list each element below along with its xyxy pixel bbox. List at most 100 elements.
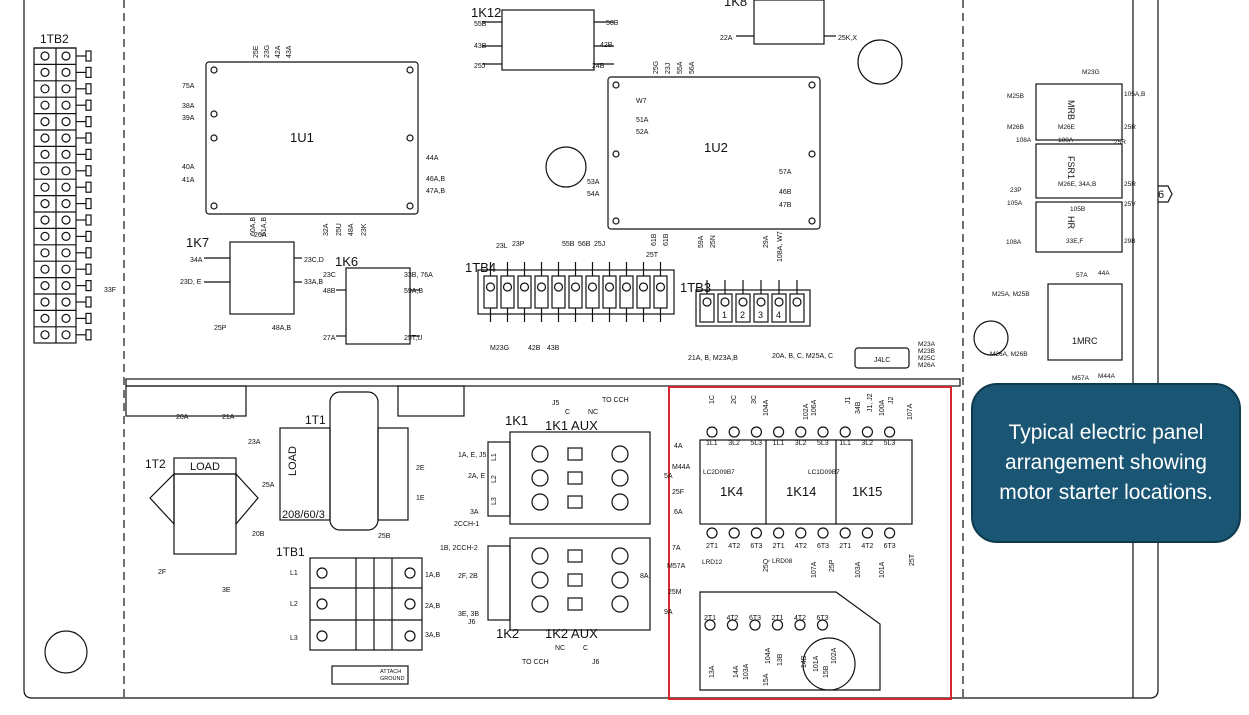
overload-wire-label: 13A (709, 665, 716, 678)
u1-wire-label: 25U (336, 223, 343, 236)
k1-aux-wire-label: C (565, 409, 570, 416)
starter-load-terminal (706, 527, 718, 539)
label-1k4: 1K4 (720, 484, 743, 499)
tb2-screw (61, 248, 71, 258)
overload-terminal (816, 619, 829, 631)
starter-wire-label: 103A (855, 561, 862, 578)
starter-model-label: LC1D09B7 (808, 469, 840, 476)
k1-coil-label: L1 (491, 453, 498, 461)
k1-coil-label: L2 (491, 475, 498, 483)
relay-wire-label: 57A (1076, 272, 1088, 279)
relay-wire-label: M44A (1098, 373, 1116, 380)
u1-wire-label: 25E (253, 45, 260, 58)
u1-wire-label: 42A (275, 45, 282, 58)
k1-wire-label: 6A (674, 509, 683, 516)
u2-wire-label: 53A (587, 179, 600, 186)
starter-top-wire-label: 100A (879, 399, 886, 416)
relay-wire-label: 33E,F (1066, 238, 1083, 245)
k6-wire-label: 59A,B (404, 288, 423, 295)
tb2-screw (61, 313, 71, 323)
callout-text: Typical electric panel arrangement showi… (999, 421, 1213, 504)
u1-wire-label: 48A (348, 223, 355, 236)
callout-box: Typical electric panel arrangement showi… (971, 383, 1241, 543)
tb2-lug (85, 247, 92, 259)
overload-wire-label: 13B (777, 653, 784, 666)
label-1tb3: 1TB3 (680, 280, 711, 295)
k2-wire-label: 3E, 3B (458, 611, 479, 618)
k1-wire-label: 2A, E (468, 473, 485, 480)
starter-line-terminal-label: 3L2 (795, 440, 807, 447)
tb2-screw (40, 100, 50, 110)
relay-wire-label: M26A, M26B (990, 351, 1028, 358)
tb4-terminal (585, 275, 600, 309)
tb4-wire-label: 55B (562, 241, 575, 248)
u2-wire-label: 29A (763, 235, 770, 248)
tb2-lug (85, 280, 92, 292)
k8-wire-label: 22A (720, 35, 733, 42)
t1-rating-label: 208/60/3 (282, 509, 325, 521)
relay-hr (1035, 201, 1123, 253)
overload-terminal (771, 619, 784, 631)
tb2-screw (40, 51, 50, 61)
starter-load-terminal (795, 527, 807, 539)
label-1k2: 1K2 (496, 626, 519, 641)
u1-wire-label: 39A (182, 115, 195, 122)
u2-wire-label: 51A (636, 117, 649, 124)
tb2-screw (61, 133, 71, 143)
k12-wire-label: 55B (474, 21, 487, 28)
starter-load-terminal-label: 2T1 (706, 543, 718, 550)
tb2-lug (85, 312, 92, 324)
starter-top-wire-label: J2 (888, 397, 895, 405)
tb2-screw (40, 313, 50, 323)
starter-load-terminal-label: 4T2 (795, 543, 807, 550)
t2-wire-label: 2F (158, 569, 166, 576)
overload-terminal-label: 2T1 (704, 615, 716, 622)
tb3-screw (720, 297, 730, 307)
tb2-screw (61, 100, 71, 110)
relay-mrb (1035, 83, 1123, 141)
k1-wire-label: M44A (672, 464, 691, 471)
label-1u1: 1U1 (290, 130, 314, 145)
starter-top-wire-label: J1, J2 (867, 393, 874, 412)
overload-wire-label: 104A (765, 647, 772, 664)
relay-wire-label: 25V (1124, 201, 1136, 208)
relay-1mrc (1047, 283, 1123, 361)
overload-wire-label: 14A (733, 665, 740, 678)
k12-wire-label: 24B (592, 63, 605, 70)
tb2-lug (85, 329, 92, 341)
tb2-screw (61, 281, 71, 291)
starter-top-wire-label: 3C (751, 395, 758, 404)
u1-wire-label: 23G (264, 45, 271, 58)
starter-top-wire-label: 2C (731, 395, 738, 404)
starter-line-terminal-label: 5L3 (750, 440, 762, 447)
starter-wire-label: 107A (811, 561, 818, 578)
k2-aux-wire-label: TO CCH (522, 659, 549, 666)
k2-wire-label: 7A (672, 545, 681, 552)
u2-wire-label: 108A, W7 (777, 231, 784, 262)
contactor-1k1 (487, 431, 651, 525)
starter-load-terminal (883, 527, 896, 539)
starter-rail-1k4-1k14-1k15 (699, 439, 913, 525)
label-1k2-aux: 1K2 AUX (545, 626, 598, 641)
overload-model-label: LRD08 (772, 558, 793, 565)
tb2-lug (85, 83, 92, 95)
k2-wire-label: 25M (668, 589, 682, 596)
starter-line-terminal-label: 3L2 (861, 440, 873, 447)
k7-wire-label: 34A (190, 257, 203, 264)
relay-wire-label: 44A (1098, 270, 1110, 277)
tb1-wire-label: L1 (290, 570, 298, 577)
tb2-screw (40, 182, 50, 192)
tb2-lug (85, 181, 92, 193)
connector-wire-label: M26A (918, 362, 936, 369)
tb4-terminal (517, 275, 532, 309)
terminal-block-1tb4 (477, 262, 675, 322)
tb2-screw (61, 231, 71, 241)
tb4-wire-label: 42B (528, 345, 541, 352)
t2-wire-label: 20A (176, 414, 189, 421)
tb2-lug (85, 148, 92, 160)
tb2-screw (40, 133, 50, 143)
tb4-wire-label: M23G (490, 345, 509, 352)
starter-line-terminal-label: 1L1 (773, 440, 785, 447)
overload-terminal (726, 619, 739, 631)
